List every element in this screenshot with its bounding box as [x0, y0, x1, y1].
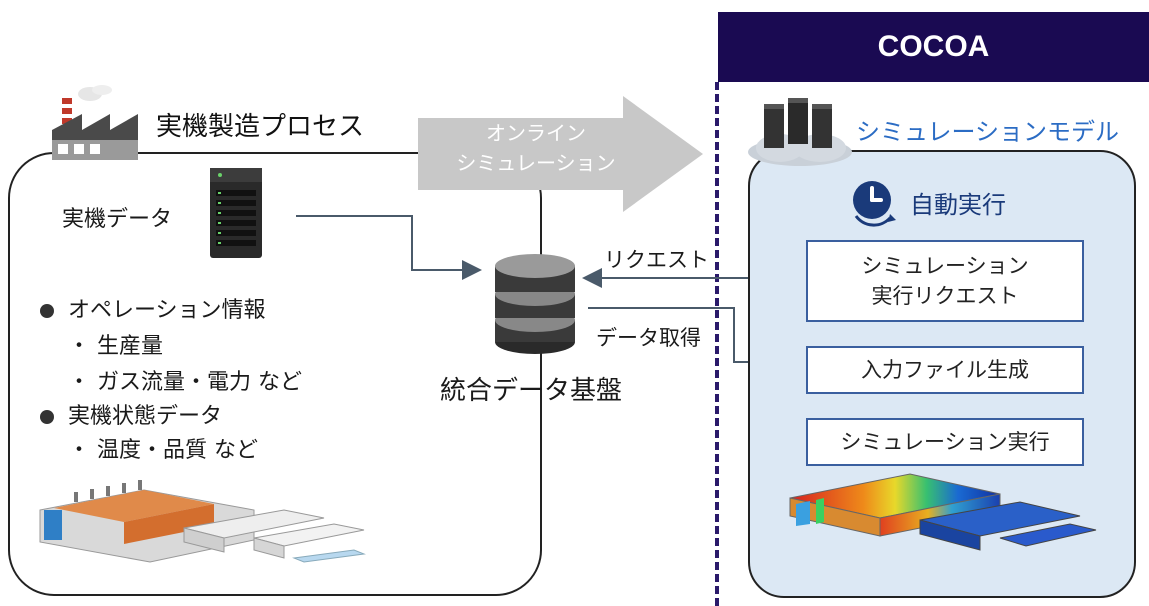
- online-simulation-label: オンライン シミュレーション: [438, 118, 634, 178]
- server-tower-icon: [210, 168, 262, 258]
- box1-line-2: 実行リクエスト: [871, 284, 1019, 308]
- simulation-model-label: シミュレーションモデル: [856, 118, 1120, 146]
- request-label: リクエスト: [604, 248, 709, 272]
- bullet-machine-state: 実機状態データ: [40, 398, 222, 430]
- arrow-line-1: オンライン: [486, 121, 586, 145]
- sim-exec-request-box: シミュレーション 実行リクエスト: [806, 240, 1084, 322]
- cocoa-header: COCOA: [718, 12, 1149, 82]
- online-simulation-arrow: [418, 96, 703, 212]
- cloud-servers-icon: [748, 98, 852, 166]
- cocoa-title: COCOA: [877, 30, 990, 63]
- sim-exec-box: シミュレーション実行: [806, 418, 1084, 466]
- bullet-dot: [40, 410, 54, 424]
- box1-line-1: シミュレーション: [861, 254, 1029, 278]
- database-label: 統合データ基盤: [440, 376, 623, 406]
- data-get-label: データ取得: [596, 326, 701, 350]
- divider-dashed-line: [715, 82, 719, 606]
- arrow-line-2: シミュレーション: [456, 151, 616, 175]
- database-icon: [495, 254, 575, 354]
- sub-item: ・ ガス流量・電力 など: [68, 370, 302, 395]
- clock-icon: [853, 181, 896, 227]
- sub-item: ・ 生産量: [68, 334, 163, 359]
- input-file-gen-box: 入力ファイル生成: [806, 346, 1084, 394]
- sub-item: ・ 温度・品質 など: [68, 438, 258, 463]
- bullet-label: オペレーション情報: [68, 298, 266, 323]
- furnace-illustration: [39, 480, 366, 563]
- bullet-label: 実機状態データ: [68, 404, 223, 429]
- factory-icon: [52, 85, 138, 160]
- auto-exec-label: 自動実行: [910, 191, 1006, 219]
- bullet-dot: [40, 304, 54, 318]
- bullet-operation-info: オペレーション情報: [40, 292, 266, 324]
- machine-data-label: 実機データ: [62, 207, 173, 232]
- box2-label: 入力ファイル生成: [861, 358, 1029, 382]
- process-title: 実機製造プロセス: [156, 112, 365, 142]
- box3-label: シミュレーション実行: [840, 430, 1050, 454]
- simulation-heatmap-illustration: [789, 473, 1097, 551]
